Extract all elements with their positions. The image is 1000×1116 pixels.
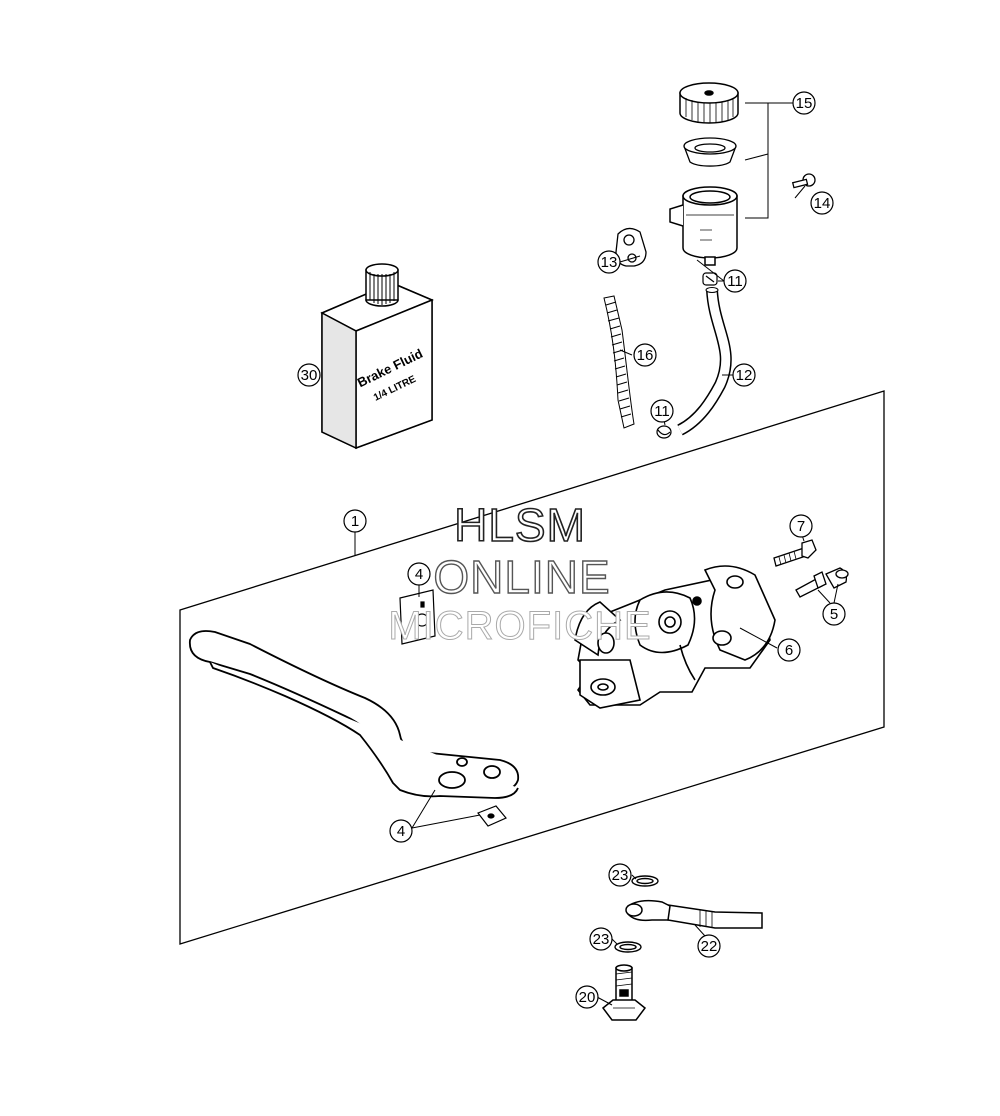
spiral-sleeve-16 [603, 295, 635, 429]
brake-line-22 [625, 899, 763, 929]
svg-text:14: 14 [814, 195, 831, 212]
banjo-bolt-20 [601, 964, 647, 1021]
svg-text:5: 5 [830, 606, 838, 623]
callout-13: 13 [597, 250, 621, 274]
callout-4-top: 4 [407, 562, 431, 586]
callout-15: 15 [792, 91, 816, 115]
svg-text:22: 22 [701, 938, 718, 955]
hose-clamp-11-bottom [656, 425, 672, 439]
callout-16: 16 [633, 343, 657, 367]
callout-22: 22 [697, 934, 721, 958]
callout-23-bottom: 23 [589, 927, 613, 951]
callout-11-top: 11 [723, 269, 747, 293]
svg-text:11: 11 [654, 403, 670, 420]
svg-text:16: 16 [637, 347, 654, 364]
bolt-7 [773, 539, 817, 567]
svg-text:6: 6 [785, 642, 793, 659]
callout-11-bottom: 11 [650, 399, 674, 423]
bracket-13 [615, 227, 647, 267]
brake-fluid-bottle [320, 263, 434, 450]
reservoir-body [669, 186, 738, 266]
hose-clamp-11-top [702, 272, 718, 286]
plate-4-upper [399, 589, 436, 645]
callout-4-bottom: 4 [389, 819, 413, 843]
callout-6: 6 [777, 638, 801, 662]
master-cylinder-6 [574, 565, 776, 709]
bleeder-5 [795, 567, 849, 598]
svg-text:11: 11 [727, 273, 743, 290]
callouts: 1 4 4 5 6 7 11 11 12 13 14 15 16 20 22 [297, 91, 846, 1009]
svg-text:15: 15 [796, 95, 813, 112]
callout-20: 20 [575, 985, 599, 1009]
washer-23-bottom [614, 941, 642, 953]
svg-text:23: 23 [593, 931, 610, 948]
callout-12: 12 [732, 363, 756, 387]
svg-text:20: 20 [579, 989, 596, 1006]
callout-14: 14 [810, 191, 834, 215]
callout-23-top: 23 [608, 863, 632, 887]
callout-30: 30 [297, 363, 321, 387]
svg-text:4: 4 [397, 823, 405, 840]
reservoir-diaphragm [683, 137, 737, 167]
brake-lever [188, 630, 520, 799]
assembly-frame [179, 390, 885, 945]
svg-text:23: 23 [612, 867, 629, 884]
svg-text:13: 13 [601, 254, 618, 271]
callout-15-bracket [745, 102, 769, 219]
svg-text:7: 7 [797, 518, 805, 535]
screw-14 [791, 173, 816, 189]
clip-4-lower [477, 805, 507, 827]
washer-23-top [631, 875, 659, 887]
callout-5: 5 [822, 602, 846, 626]
reservoir-cap [679, 82, 739, 124]
callout-1: 1 [343, 509, 367, 533]
svg-text:1: 1 [351, 513, 359, 530]
svg-text:12: 12 [736, 367, 753, 384]
callout-7: 7 [789, 514, 813, 538]
svg-text:30: 30 [301, 367, 318, 384]
svg-text:4: 4 [415, 566, 423, 583]
